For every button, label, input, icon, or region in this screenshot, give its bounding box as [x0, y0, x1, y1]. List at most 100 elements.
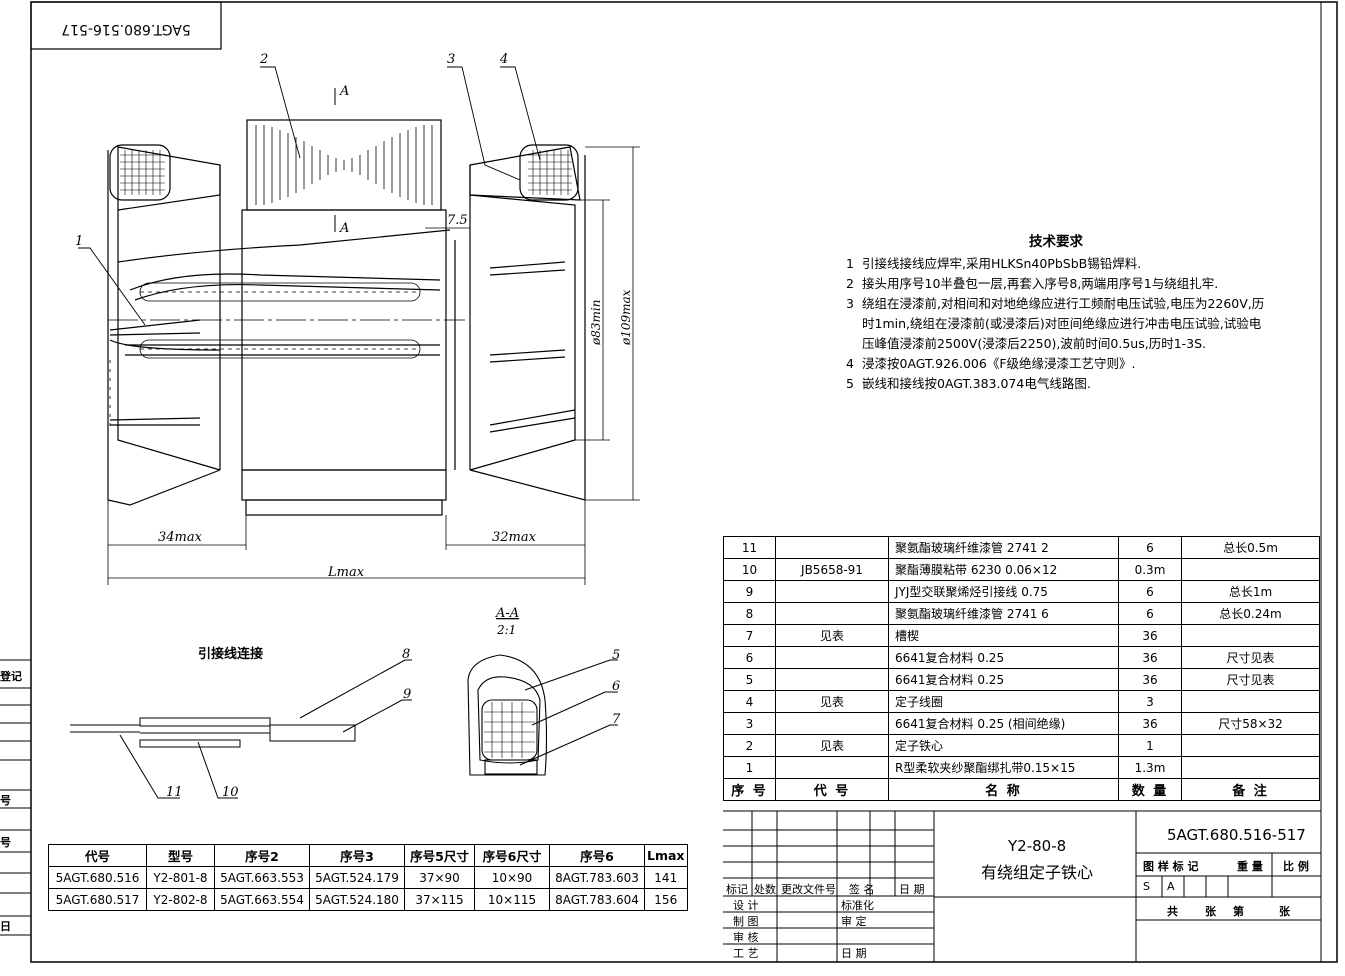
dim-phi109max: ø109max: [619, 289, 633, 346]
rev-label-date: 日 期: [899, 883, 925, 896]
sign-draw: 制 图: [733, 915, 759, 928]
parts-cell-note: 总长0.24m: [1181, 602, 1320, 625]
variant-cell: Y2-801-8: [146, 866, 215, 889]
parts-cell-code: [775, 712, 889, 735]
variant-cell: 10×115: [474, 888, 550, 911]
sign-approve: 审 定: [841, 915, 867, 928]
parts-cell-note: 总长0.5m: [1181, 536, 1320, 559]
parts-cell-name: 槽楔: [888, 624, 1119, 647]
parts-cell-code: JB5658-91: [775, 558, 889, 581]
parts-cell-seq: 4: [723, 690, 776, 713]
parts-cell-note: 尺寸见表: [1181, 668, 1320, 691]
variant-header-cell: 序号5尺寸: [404, 844, 475, 867]
parts-cell-seq: 3: [723, 712, 776, 735]
parts-cell-note: [1181, 756, 1320, 779]
lead-connection-title: 引接线连接: [198, 646, 263, 662]
rev-label-mark: 标记: [726, 883, 748, 896]
variant-cell: 37×115: [404, 888, 475, 911]
parts-cell-note: 尺寸58×32: [1181, 712, 1320, 735]
section-a-a-view: [467, 654, 618, 776]
parts-cell-note: [1181, 558, 1320, 581]
dim-34max: 34max: [158, 530, 203, 545]
parts-cell-note: [1181, 690, 1320, 713]
lead-bundle: [108, 282, 465, 430]
stage-label: 图 样 标 记: [1143, 860, 1199, 873]
stator-main-view: [107, 119, 586, 516]
parts-cell-code: [775, 646, 889, 669]
left-label-no-2: 号: [0, 836, 11, 849]
callout-5: 5: [612, 648, 620, 663]
callout-4: 4: [499, 52, 508, 67]
variant-cell: 156: [644, 888, 688, 911]
parts-cell-name: 聚酯薄膜粘带 6230 0.06×12: [888, 558, 1119, 581]
coil-section-grid: [120, 150, 572, 195]
rev-label-doc: 更改文件号: [781, 883, 836, 896]
variant-header-cell: 序号6尺寸: [474, 844, 550, 867]
parts-cell-note: 总长1m: [1181, 580, 1320, 603]
callout-8: 8: [402, 647, 410, 662]
callout-leaders: [78, 66, 541, 326]
variant-cell: 5AGT.524.180: [309, 888, 405, 911]
sign-process: 工 艺: [733, 947, 759, 960]
variant-cell: 5AGT.663.553: [214, 866, 310, 889]
sign-standard: 标准化: [841, 899, 874, 912]
parts-cell-seq: 8: [723, 602, 776, 625]
parts-cell-name: 聚氨酯玻璃纤维漆管 2741 2: [888, 536, 1119, 559]
title-drawing-no: 5AGT.680.516-517: [1167, 826, 1306, 844]
parts-cell-code: [775, 536, 889, 559]
sign-design: 设 计: [733, 899, 759, 912]
callout-10: 10: [222, 785, 239, 800]
parts-cell-name: 定子线圈: [888, 690, 1119, 713]
parts-cell-note: 尺寸见表: [1181, 646, 1320, 669]
variant-header-cell: 序号3: [309, 844, 405, 867]
variant-cell: 37×90: [404, 866, 475, 889]
sheets-nth: 第: [1233, 905, 1244, 918]
parts-cell-qty: 3: [1118, 690, 1182, 713]
variant-cell: Y2-802-8: [146, 888, 215, 911]
left-label-date: 日: [0, 920, 11, 933]
variant-cell: 8AGT.783.603: [549, 866, 645, 889]
parts-cell-qty: 6: [1118, 536, 1182, 559]
stage-s: S: [1143, 880, 1150, 893]
variant-header-cell: 代号: [48, 844, 147, 867]
parts-cell-seq: 9: [723, 580, 776, 603]
parts-cell-code: [775, 668, 889, 691]
parts-cell-code: [775, 580, 889, 603]
left-margin-table: [0, 659, 31, 936]
parts-cell-qty: 1.3m: [1118, 756, 1182, 779]
parts-cell-name: 6641复合材料 0.25: [888, 646, 1119, 669]
scale-label: 比 例: [1283, 860, 1309, 873]
parts-cell-qty: 36: [1118, 668, 1182, 691]
parts-cell-note: [1181, 734, 1320, 757]
parts-cell-code: 见表: [775, 690, 889, 713]
callout-2: 2: [259, 52, 268, 67]
parts-cell-note: [1181, 624, 1320, 647]
parts-cell-name: 定子铁心: [888, 734, 1119, 757]
sign-check: 审 核: [733, 931, 759, 944]
parts-cell-qty: 36: [1118, 712, 1182, 735]
variant-header-cell: 型号: [146, 844, 215, 867]
parts-cell-seq: 5: [723, 668, 776, 691]
parts-cell-code: [775, 602, 889, 625]
parts-cell-qty: 0.3m: [1118, 558, 1182, 581]
callout-1: 1: [75, 234, 83, 249]
sheets-total: 共: [1167, 905, 1178, 918]
tech-req-title: 技术要求: [1029, 234, 1083, 250]
variant-cell: 5AGT.680.516: [48, 866, 147, 889]
callout-6: 6: [612, 679, 620, 694]
variant-header-cell: Lmax: [644, 844, 688, 867]
section-grid: [484, 702, 535, 758]
